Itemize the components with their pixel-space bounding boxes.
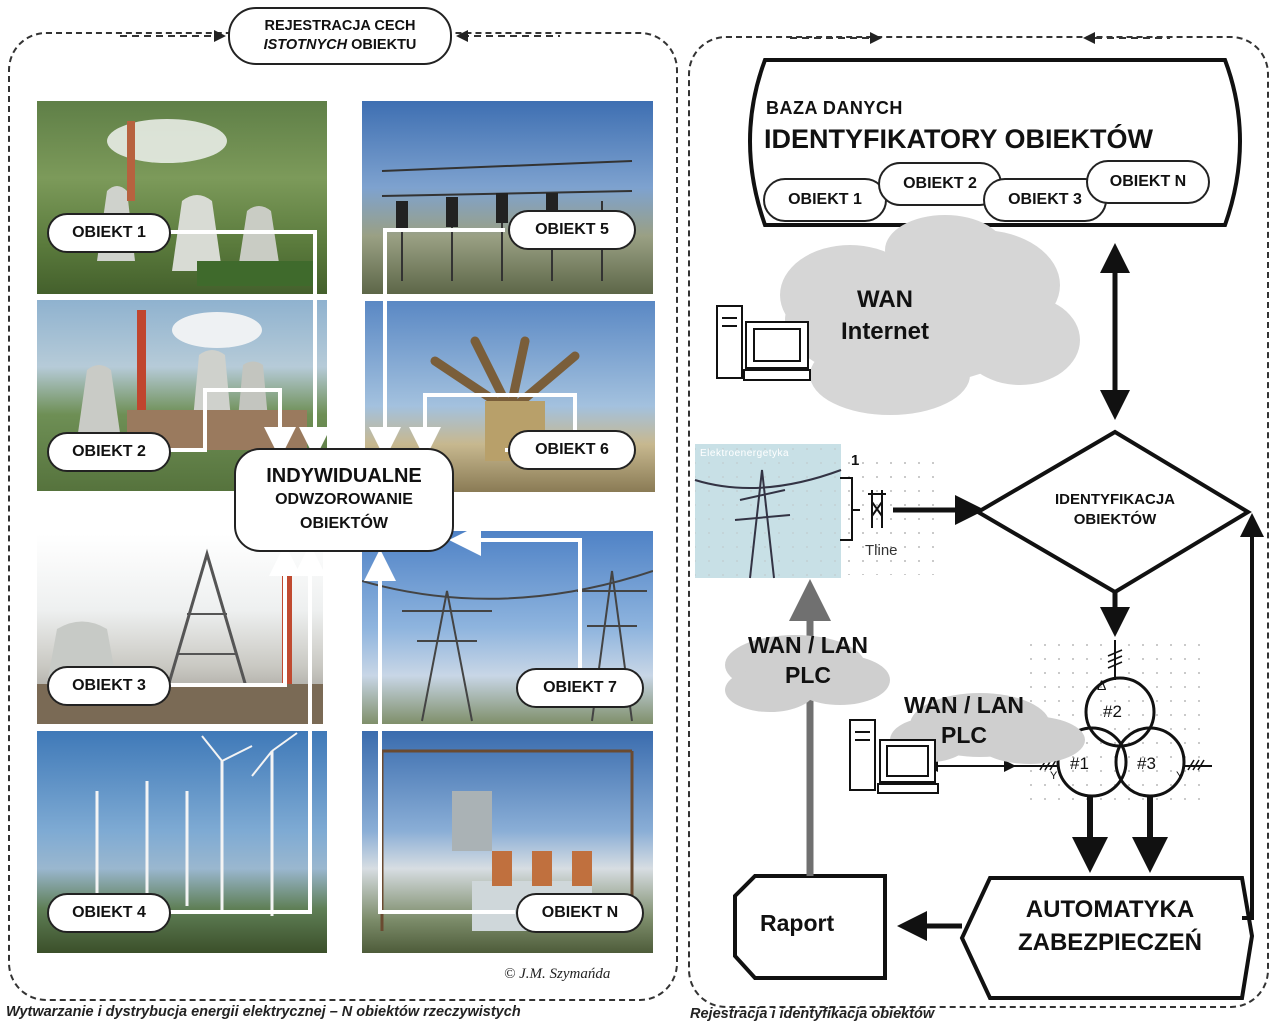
tline-label: Tline (865, 542, 898, 559)
wan-cloud-line2: Internet (840, 318, 929, 345)
center-box-mapping: INDYWIDUALNE ODWZOROWANIE OBIEKTÓW (234, 448, 454, 552)
label-obiekt-1: OBIEKT 1 (47, 213, 171, 253)
db-item-obiekt-2: OBIEKT 2 (878, 162, 1002, 206)
photo-obiekt-2 (37, 300, 327, 491)
wan-lan-1-line2: PLC (785, 662, 831, 688)
transformer-w1: #1 (1070, 754, 1089, 773)
transformer-delta: Δ (1097, 677, 1107, 693)
center-box-line2: ODWZOROWANIE (275, 491, 413, 508)
top-label-italic: ISTOTNYCH (263, 37, 348, 53)
label-obiekt-4: OBIEKT 4 (47, 893, 171, 933)
wan-lan-2-text: WAN / LAN PLC (884, 690, 1044, 750)
transformer-w2: #2 (1103, 702, 1122, 721)
identification-line2: OBIEKTÓW (1073, 511, 1157, 528)
photo-obiekt-5 (362, 101, 653, 294)
top-dash-arrowhead-right (870, 32, 882, 44)
computer-icon-bottom (849, 719, 939, 794)
left-caption: Wytwarzanie i dystrybucja energii elektr… (6, 1004, 521, 1020)
top-dash-arrowhead-left (1083, 32, 1095, 44)
label-obiekt-7: OBIEKT 7 (516, 668, 644, 708)
top-label-rest: OBIEKTU (347, 37, 417, 53)
transformer-w3: #3 (1137, 754, 1156, 773)
automation-line1: AUTOMATYKA (1025, 896, 1195, 923)
right-panel-frame (688, 36, 1269, 1008)
computer-icon-top (716, 305, 811, 381)
label-obiekt-5: OBIEKT 5 (508, 210, 636, 250)
report-text: Raport (760, 910, 835, 936)
transformer-y3: Y (1176, 770, 1184, 782)
db-title-big: IDENTYFIKATORY OBIEKTÓW (764, 124, 1154, 154)
wan-lan-1-text: WAN / LAN PLC (728, 630, 888, 690)
automation-line2: ZABEZPIECZEŃ (1017, 929, 1202, 956)
wan-lan-cloud-1 (725, 635, 890, 712)
transformer-y1: Y (1050, 770, 1058, 782)
identification-text: IDENTYFIKACJA OBIEKTÓW (1020, 490, 1210, 530)
identification-diamond (974, 429, 1252, 595)
left-flow-arrows (264, 427, 481, 581)
right-caption: Rejestracja i identyfikacja obiektów (690, 1006, 935, 1022)
automation-hexagon (959, 876, 1255, 1000)
wan-lan-1-line1: WAN / LAN (747, 632, 869, 658)
db-item-obiekt-n: OBIEKT N (1086, 160, 1210, 204)
photo-obiekt-1 (37, 101, 327, 294)
wan-lan-2-line2: PLC (941, 722, 987, 748)
label-obiekt-2: OBIEKT 2 (47, 432, 171, 472)
top-label-dashed-arrows (120, 30, 560, 42)
db-title-small: BAZA DANYCH (766, 98, 903, 118)
wan-cloud (780, 215, 1080, 415)
wan-cloud-text: WAN Internet (810, 284, 960, 348)
top-label-registration: REJESTRACJA CECH ISTOTNYCH OBIEKTU (228, 7, 452, 65)
label-obiekt-3: OBIEKT 3 (47, 666, 171, 706)
tower-icon (868, 490, 886, 528)
identification-line1: IDENTYFIKACJA (1054, 491, 1175, 508)
wan-cloud-line1: WAN (857, 286, 913, 313)
db-item-obiekt-1: OBIEKT 1 (763, 178, 887, 222)
center-box-line3: OBIEKTÓW (300, 515, 388, 532)
top-label-line2: ISTOTNYCH OBIEKTU (264, 36, 417, 55)
label-obiekt-6: OBIEKT 6 (508, 430, 636, 470)
automation-text: AUTOMATYKA ZABEZPIECZEŃ (985, 893, 1235, 959)
top-label-line1: REJESTRACJA CECH (264, 18, 416, 34)
wan-lan-2-line1: WAN / LAN (903, 692, 1025, 718)
tline-number: 1 (851, 452, 860, 469)
label-obiekt-n: OBIEKT N (516, 893, 644, 933)
thumb-title: Elektroenergetyka (700, 448, 790, 459)
right-diagram (694, 32, 1264, 1000)
thumb-photo (694, 444, 842, 579)
copyright: © J.M. Szymańda (504, 966, 611, 982)
center-box-line1: INDYWIDUALNE (266, 465, 422, 487)
report-box (733, 874, 887, 980)
